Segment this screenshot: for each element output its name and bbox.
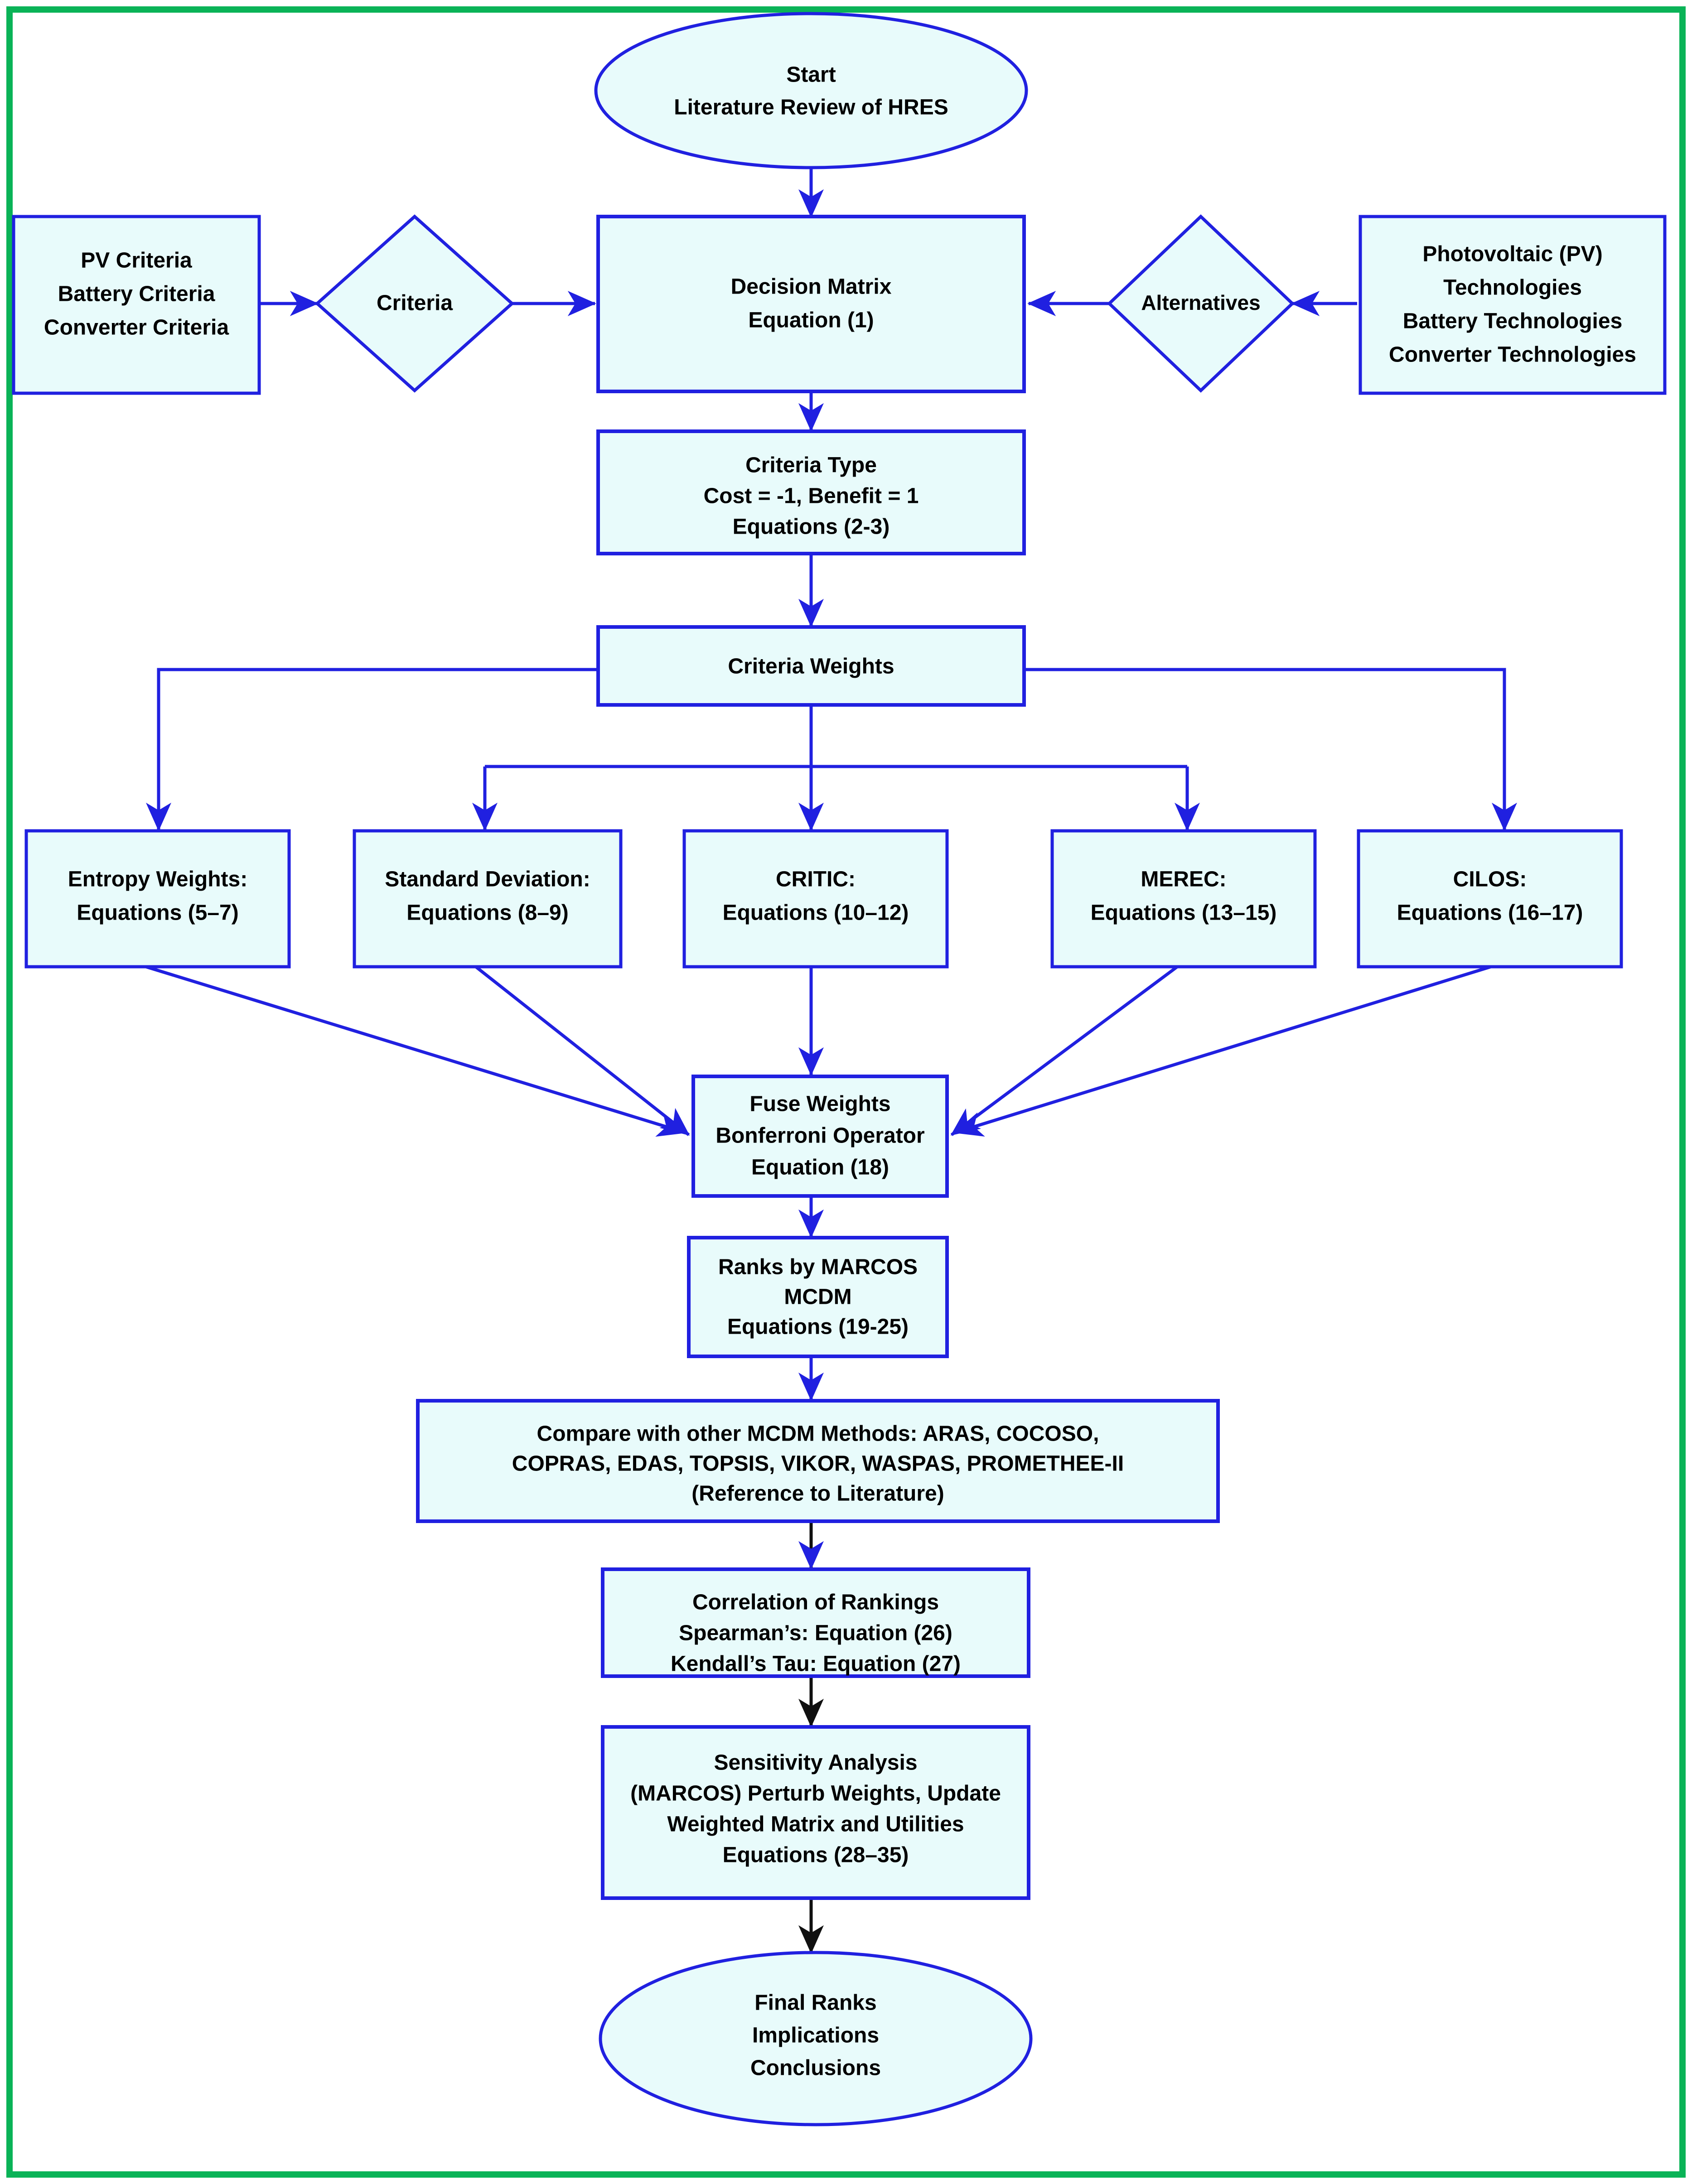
node-alternatives-diamond[interactable]: Alternatives — [1107, 214, 1295, 393]
node-entropy-weights-line-1: Entropy Weights: — [68, 868, 247, 892]
node-decision-matrix-line-1: Decision Matrix — [731, 275, 892, 299]
node-compare-methods-line-2: COPRAS, EDAS, TOPSIS, VIKOR, WASPAS, PRO… — [512, 1452, 1124, 1476]
node-final-line-3: Conclusions — [750, 2056, 881, 2080]
node-cilos-line-1: CILOS: — [1453, 868, 1527, 892]
node-final-line-1: Final Ranks — [754, 1991, 876, 2015]
node-criteria-diamond[interactable]: Criteria — [314, 214, 515, 393]
node-sensitivity-line-1: Sensitivity Analysis — [714, 1751, 917, 1775]
node-ranks-marcos-line-2: MCDM — [784, 1285, 851, 1309]
node-fuse-weights-line-2: Bonferroni Operator — [715, 1124, 924, 1148]
edge-entropy-to-fuse — [145, 965, 686, 1137]
edge-layer — [145, 167, 1517, 1954]
node-correlation[interactable]: Correlation of Rankings Spearman’s: Equa… — [601, 1567, 1030, 1678]
node-sensitivity[interactable]: Sensitivity Analysis (MARCOS) Perturb We… — [601, 1725, 1030, 1900]
edge-cilos-to-fuse — [954, 965, 1492, 1137]
node-merec[interactable]: MEREC: Equations (13–15) — [1050, 829, 1317, 969]
node-final-line-2: Implications — [752, 2024, 879, 2048]
node-criteria-type[interactable]: Criteria Type Cost = -1, Benefit = 1 Equ… — [596, 429, 1026, 555]
node-technologies-line-4: Converter Technologies — [1389, 343, 1636, 367]
edge-criteria-weights-to-cilos — [1023, 668, 1517, 831]
node-compare-methods-line-3: (Reference to Literature) — [691, 1482, 944, 1506]
edge-merec-to-fuse — [950, 965, 1179, 1136]
node-pv-criteria-line-3: Converter Criteria — [44, 316, 229, 340]
node-sensitivity-line-2: (MARCOS) Perturb Weights, Update — [630, 1782, 1001, 1806]
node-layer: Start Literature Review of HRES PV Crite… — [12, 12, 1667, 2126]
node-critic[interactable]: CRITIC: Equations (10–12) — [682, 829, 949, 969]
edge-criteria-weights-to-entropy — [146, 668, 599, 831]
node-pv-criteria-line-2: Battery Criteria — [58, 282, 215, 306]
node-ranks-marcos[interactable]: Ranks by MARCOS MCDM Equations (19-25) — [687, 1236, 949, 1358]
node-fuse-weights-line-1: Fuse Weights — [749, 1092, 890, 1116]
node-entropy-weights-line-2: Equations (5–7) — [77, 901, 238, 925]
node-standard-deviation-line-1: Standard Deviation: — [385, 868, 590, 892]
node-technologies[interactable]: Photovoltaic (PV) Technologies Battery T… — [1358, 215, 1667, 395]
node-cilos[interactable]: CILOS: Equations (16–17) — [1357, 829, 1623, 969]
node-fuse-weights[interactable]: Fuse Weights Bonferroni Operator Equatio… — [691, 1075, 949, 1198]
node-technologies-line-1: Photovoltaic (PV) — [1422, 242, 1602, 266]
node-merec-line-1: MEREC: — [1141, 868, 1226, 892]
node-technologies-line-2: Technologies — [1443, 276, 1582, 300]
node-sensitivity-line-3: Weighted Matrix and Utilities — [667, 1813, 964, 1837]
node-start[interactable]: Start Literature Review of HRES — [594, 12, 1028, 169]
node-technologies-line-3: Battery Technologies — [1403, 309, 1623, 333]
node-critic-line-1: CRITIC: — [776, 868, 856, 892]
node-criteria-type-line-1: Criteria Type — [745, 453, 877, 477]
node-criteria-diamond-label: Criteria — [377, 291, 453, 315]
node-critic-line-2: Equations (10–12) — [723, 901, 909, 925]
node-decision-matrix[interactable]: Decision Matrix Equation (1) — [596, 215, 1026, 393]
node-criteria-weights-label: Criteria Weights — [728, 655, 894, 679]
node-decision-matrix-line-2: Equation (1) — [748, 309, 874, 333]
node-correlation-line-2: Spearman’s: Equation (26) — [679, 1621, 952, 1645]
node-compare-methods[interactable]: Compare with other MCDM Methods: ARAS, C… — [416, 1399, 1220, 1523]
edge-stdev-to-fuse — [474, 965, 690, 1136]
node-start-line-1: Start — [786, 63, 836, 87]
node-cilos-line-2: Equations (16–17) — [1397, 901, 1583, 925]
node-pv-criteria[interactable]: PV Criteria Battery Criteria Converter C… — [12, 215, 261, 395]
node-start-line-2: Literature Review of HRES — [674, 96, 948, 120]
node-pv-criteria-line-1: PV Criteria — [81, 249, 192, 273]
node-compare-methods-line-1: Compare with other MCDM Methods: ARAS, C… — [537, 1422, 1099, 1446]
node-criteria-type-line-2: Cost = -1, Benefit = 1 — [704, 484, 919, 508]
node-criteria-type-line-3: Equations (2-3) — [733, 515, 890, 539]
node-alternatives-diamond-label: Alternatives — [1141, 291, 1260, 314]
node-correlation-line-1: Correlation of Rankings — [692, 1591, 939, 1615]
node-standard-deviation-line-2: Equations (8–9) — [406, 901, 568, 925]
node-merec-line-2: Equations (13–15) — [1091, 901, 1277, 925]
node-standard-deviation[interactable]: Standard Deviation: Equations (8–9) — [353, 829, 623, 969]
node-entropy-weights[interactable]: Entropy Weights: Equations (5–7) — [24, 829, 291, 969]
node-final[interactable]: Final Ranks Implications Conclusions — [599, 1951, 1033, 2126]
node-fuse-weights-line-3: Equation (18) — [751, 1156, 889, 1180]
node-criteria-weights[interactable]: Criteria Weights — [596, 625, 1026, 707]
node-correlation-line-3: Kendall’s Tau: Equation (27) — [671, 1652, 961, 1676]
node-ranks-marcos-line-1: Ranks by MARCOS — [718, 1255, 918, 1279]
node-sensitivity-line-4: Equations (28–35) — [723, 1843, 909, 1867]
node-ranks-marcos-line-3: Equations (19-25) — [727, 1315, 909, 1339]
green-page-border — [6, 6, 1686, 2178]
